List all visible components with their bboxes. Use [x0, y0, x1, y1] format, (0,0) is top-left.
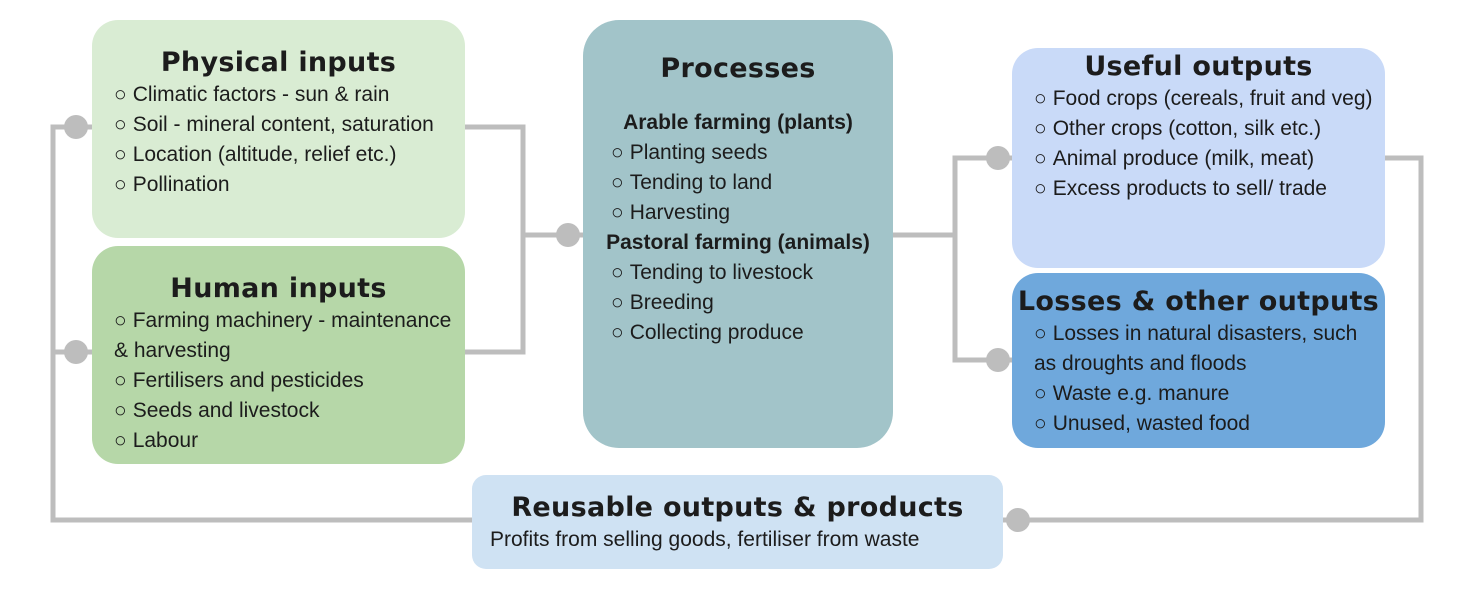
bullet-icon: ○ — [114, 83, 127, 106]
list-item: ○Animal produce (milk, meat) — [1034, 147, 1315, 170]
pastoral-farming-list: ○Tending to livestock ○Breeding ○Collect… — [611, 258, 893, 348]
human-inputs-title: Human inputs — [170, 273, 387, 304]
losses-outputs-box: Losses & other outputs ○Losses in natura… — [1012, 273, 1385, 448]
bullet-icon: ○ — [1034, 87, 1047, 110]
reusable-outputs-title: Reusable outputs & products — [511, 492, 964, 523]
list-item: ○Collecting produce — [611, 321, 804, 344]
connector-useful-to-reusable — [1003, 155, 1424, 523]
reusable-outputs-description: Profits from selling goods, fertiliser f… — [490, 528, 920, 551]
bullet-icon: ○ — [611, 141, 624, 164]
useful-outputs-box: Useful outputs ○Food crops (cereals, fru… — [1012, 48, 1385, 268]
human-inputs-list: ○Farming machinery - maintenance & harve… — [114, 306, 465, 456]
list-item: ○Food crops (cereals, fruit and veg) — [1034, 87, 1373, 110]
bullet-icon: ○ — [1034, 147, 1047, 170]
list-item: ○Unused, wasted food — [1034, 412, 1250, 435]
bullet-icon: ○ — [114, 309, 127, 332]
bullet-icon: ○ — [114, 173, 127, 196]
list-item: ○Other crops (cotton, silk etc.) — [1034, 117, 1322, 140]
list-item: ○Excess products to sell/ trade — [1034, 177, 1327, 200]
bullet-icon: ○ — [1034, 382, 1047, 405]
list-item: ○Planting seeds — [611, 141, 768, 164]
bullet-icon: ○ — [1034, 177, 1047, 200]
human-inputs-box: Human inputs ○Farming machinery - mainte… — [92, 246, 465, 464]
list-item: ○Breeding — [611, 291, 714, 314]
list-item: ○Fertilisers and pesticides — [114, 369, 364, 392]
bullet-icon: ○ — [114, 113, 127, 136]
list-item: ○Losses in natural disasters, such as dr… — [1034, 322, 1358, 375]
physical-inputs-title: Physical inputs — [160, 47, 397, 78]
bullet-icon: ○ — [611, 171, 624, 194]
connector-dot-human — [64, 340, 88, 364]
bullet-icon: ○ — [611, 201, 624, 224]
arable-farming-list: ○Planting seeds ○Tending to land ○Harves… — [611, 138, 893, 228]
losses-outputs-title: Losses & other outputs — [1017, 286, 1380, 317]
pastoral-farming-heading: Pastoral farming (animals) — [606, 231, 870, 254]
list-item: ○Climatic factors - sun & rain — [114, 83, 390, 106]
processes-title: Processes — [660, 53, 816, 84]
list-item: ○Harvesting — [611, 201, 731, 224]
connector-dot-processes — [556, 223, 580, 247]
processes-box: Processes Arable farming (plants) ○Plant… — [583, 20, 893, 448]
useful-outputs-title: Useful outputs — [1084, 51, 1313, 82]
bullet-icon: ○ — [114, 369, 127, 392]
list-item: ○Tending to land — [611, 171, 773, 194]
losses-outputs-list: ○Losses in natural disasters, such as dr… — [1034, 319, 1385, 439]
list-item: ○Labour — [114, 429, 199, 452]
bullet-icon: ○ — [114, 143, 127, 166]
connector-dot-losses — [986, 348, 1010, 372]
bullet-icon: ○ — [114, 399, 127, 422]
arable-farming-heading: Arable farming (plants) — [623, 111, 853, 134]
list-item: ○Pollination — [114, 173, 230, 196]
connector-processes-to-outputs — [893, 155, 1012, 238]
connector-dot-physical — [64, 115, 88, 139]
list-item: ○Soil - mineral content, saturation — [114, 113, 434, 136]
bullet-icon: ○ — [114, 429, 127, 452]
physical-inputs-box: Physical inputs ○Climatic factors - sun … — [92, 20, 465, 238]
reusable-outputs-box: Reusable outputs & products Profits from… — [472, 475, 1003, 569]
connector-inputs-to-processes — [465, 124, 526, 355]
bullet-icon: ○ — [611, 261, 624, 284]
bullet-icon: ○ — [611, 291, 624, 314]
list-item: ○Tending to livestock — [611, 261, 813, 284]
connector-dot-useful — [986, 146, 1010, 170]
list-item: ○Waste e.g. manure — [1034, 382, 1230, 405]
list-item: ○Farming machinery - maintenance & harve… — [114, 309, 452, 362]
connector-dot-reusable — [1006, 508, 1030, 532]
bullet-icon: ○ — [611, 321, 624, 344]
bullet-icon: ○ — [1034, 322, 1047, 345]
bullet-icon: ○ — [1034, 412, 1047, 435]
useful-outputs-list: ○Food crops (cereals, fruit and veg) ○Ot… — [1034, 84, 1385, 204]
connector-processes-to-losses — [952, 235, 1012, 363]
list-item: ○Location (altitude, relief etc.) — [114, 143, 397, 166]
physical-inputs-list: ○Climatic factors - sun & rain ○Soil - m… — [114, 80, 465, 200]
list-item: ○Seeds and livestock — [114, 399, 320, 422]
bullet-icon: ○ — [1034, 117, 1047, 140]
